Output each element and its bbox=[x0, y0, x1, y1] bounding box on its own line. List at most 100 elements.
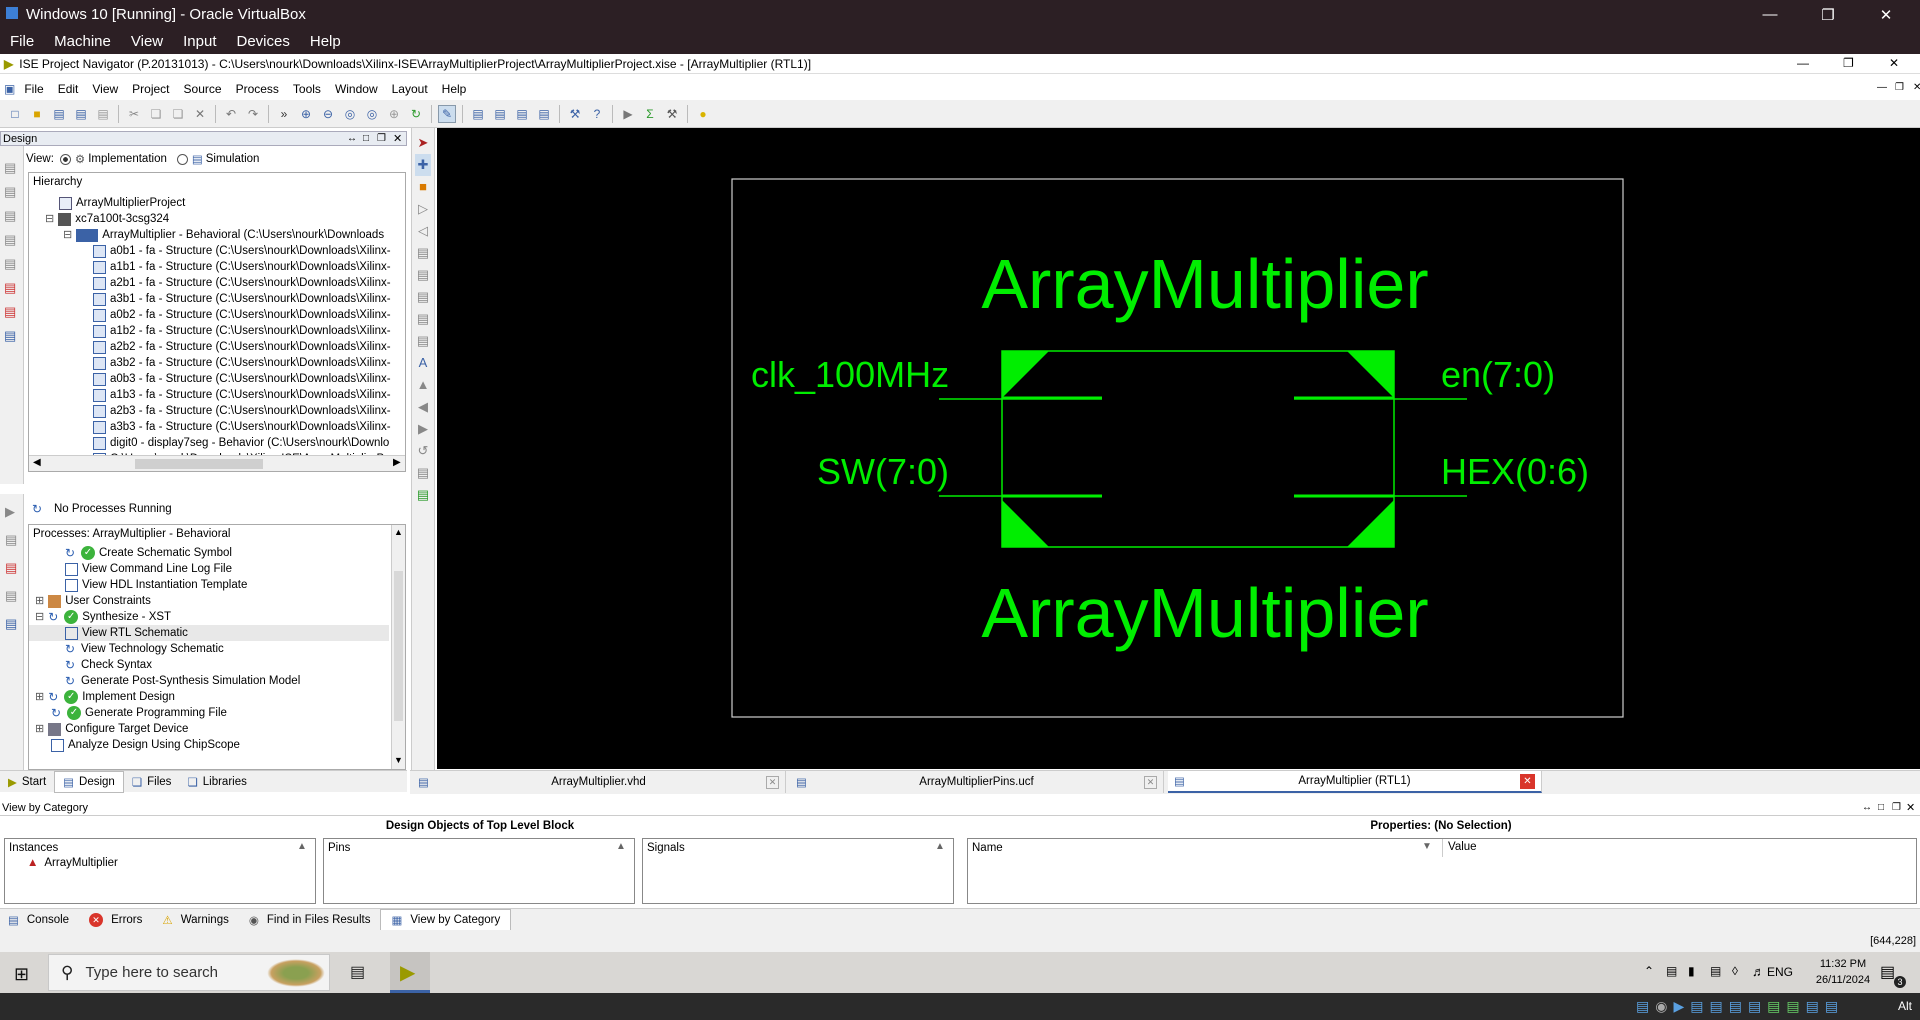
highlight-icon[interactable]: ✎ bbox=[438, 104, 456, 123]
process-item[interactable]: View HDL Instantiation Template bbox=[29, 577, 389, 593]
tab-design[interactable]: ▤Design bbox=[54, 770, 124, 793]
vbox-hdd-icon[interactable]: ▤ bbox=[1636, 998, 1650, 1014]
view-icon-3[interactable]: ▤ bbox=[416, 289, 430, 304]
tree-item-submodule[interactable]: digit0 - display7seg - Behavior (C:\User… bbox=[29, 435, 405, 451]
zoom-area-icon[interactable]: ◎ bbox=[366, 106, 378, 121]
process-item[interactable]: ⊞Configure Target Device bbox=[29, 721, 389, 737]
ise-close-icon[interactable]: ✕ bbox=[1889, 56, 1900, 70]
process-vscrollbar[interactable]: ▲ ▼ bbox=[391, 525, 405, 769]
vbox-usb-icon[interactable]: ▤ bbox=[1709, 998, 1723, 1014]
ise-menu-process[interactable]: Process bbox=[235, 82, 279, 96]
ise-menu-tools[interactable]: Tools bbox=[292, 82, 321, 96]
vbc-float-icon[interactable]: ↔ bbox=[1862, 802, 1872, 813]
vbox-network-icon[interactable]: ▤ bbox=[1690, 998, 1704, 1014]
vbox-keyboard-icon[interactable]: ▤ bbox=[1824, 998, 1839, 1014]
process-scroll-thumb[interactable] bbox=[394, 571, 403, 721]
value-column-header[interactable]: Value bbox=[1448, 841, 1477, 853]
back-icon[interactable]: ▷ bbox=[418, 201, 428, 216]
process-item[interactable]: ↻✓Create Schematic Symbol bbox=[29, 545, 389, 561]
run-icon[interactable]: ▶ bbox=[623, 106, 633, 121]
signals-header[interactable]: Signals▲ bbox=[647, 841, 945, 854]
volume-icon[interactable]: ♬ bbox=[1752, 964, 1765, 979]
collapse-icon[interactable]: ⊟ bbox=[45, 213, 55, 225]
tile-vertical-icon[interactable]: ▤ bbox=[516, 106, 528, 121]
process-item[interactable]: View Command Line Log File bbox=[29, 561, 389, 577]
tree-item-submodule[interactable]: a1b2 - fa - Structure (C:\Users\nourk\Do… bbox=[29, 323, 405, 339]
task-view-icon[interactable]: ▤ bbox=[350, 964, 366, 981]
expand-icon[interactable]: ⊞ bbox=[35, 723, 45, 735]
panel-maximize-icon[interactable]: □ bbox=[363, 133, 370, 144]
redo-icon[interactable]: ↷ bbox=[247, 106, 259, 121]
up-level-icon[interactable]: ▲ bbox=[416, 377, 430, 392]
process-item[interactable]: ⊞↻✓Implement Design bbox=[29, 689, 389, 705]
side-icon-6[interactable]: ▤ bbox=[4, 280, 17, 295]
process-item[interactable]: ↻✓Generate Programming File bbox=[29, 705, 389, 721]
close-tab-vhd-icon[interactable]: ✕ bbox=[766, 775, 779, 789]
taskbar-search-box[interactable]: ⚲ Type here to search bbox=[48, 954, 330, 991]
zoom-out-icon[interactable]: ⊖ bbox=[322, 106, 334, 121]
side-icon-4[interactable]: ▤ bbox=[4, 232, 17, 247]
mdi-minimize-icon[interactable]: — bbox=[1877, 82, 1887, 93]
tab-console[interactable]: ▤Console bbox=[8, 913, 70, 927]
ise-menu-project[interactable]: Project bbox=[132, 82, 170, 96]
signals-sort-icon[interactable]: ▲ bbox=[935, 841, 945, 852]
add-net-icon[interactable]: ■ bbox=[419, 179, 427, 194]
name-sort-icon[interactable]: ▼ bbox=[1422, 841, 1432, 852]
vbox-display-icon[interactable]: ▤ bbox=[1747, 998, 1762, 1014]
print-icon[interactable]: ▤ bbox=[97, 106, 109, 121]
close-icon[interactable]: ✕ bbox=[1879, 6, 1893, 24]
scroll-up-icon[interactable]: ▲ bbox=[394, 527, 403, 537]
tools-icon[interactable]: ⚒ bbox=[666, 106, 678, 121]
tree-item-submodule[interactable]: a1b1 - fa - Structure (C:\Users\nourk\Do… bbox=[29, 259, 405, 275]
scroll-down-icon[interactable]: ▼ bbox=[394, 755, 403, 765]
vbox-audio-icon[interactable]: ▶ bbox=[1673, 998, 1685, 1014]
process-item[interactable]: View RTL Schematic bbox=[29, 625, 389, 641]
tree-item-submodule[interactable]: a0b1 - fa - Structure (C:\Users\nourk\Do… bbox=[29, 243, 405, 259]
clock-time[interactable]: 11:32 PM bbox=[1819, 958, 1867, 970]
lightbulb-icon[interactable]: ● bbox=[699, 106, 707, 121]
process-item[interactable]: ⊞User Constraints bbox=[29, 593, 389, 609]
tray-chevron-icon[interactable]: ⌃ bbox=[1644, 964, 1655, 978]
zoom-select-icon[interactable]: ⊕ bbox=[388, 106, 400, 121]
undo-icon[interactable]: ↶ bbox=[225, 106, 237, 121]
instances-header[interactable]: Instances▲ bbox=[9, 841, 307, 854]
tree-item-top-module[interactable]: ⊟ArrayMultiplier - Behavioral (C:\Users\… bbox=[29, 227, 405, 243]
zoom-in-icon[interactable]: ⊕ bbox=[300, 106, 312, 121]
tree-item-submodule[interactable]: a0b3 - fa - Structure (C:\Users\nourk\Do… bbox=[29, 371, 405, 387]
instance-row[interactable]: ▲ ArrayMultiplier bbox=[27, 857, 118, 869]
tree-item-submodule[interactable]: a1b3 - fa - Structure (C:\Users\nourk\Do… bbox=[29, 387, 405, 403]
forward-icon[interactable]: ◁ bbox=[418, 223, 428, 238]
side-icon-7[interactable]: ▤ bbox=[4, 304, 17, 319]
battery-icon[interactable]: ▮ bbox=[1688, 964, 1695, 978]
save-icon[interactable]: ▤ bbox=[53, 106, 65, 121]
route-icon[interactable]: ✚ bbox=[415, 154, 431, 176]
tab-files[interactable]: ❏Files bbox=[131, 775, 172, 789]
refresh-process-icon[interactable]: ↻ bbox=[32, 502, 43, 516]
ise-menu-view[interactable]: View bbox=[92, 82, 119, 96]
view-icon-4[interactable]: ▤ bbox=[416, 311, 430, 326]
process-side-icon-4[interactable]: ▤ bbox=[5, 588, 18, 603]
view-icon-1[interactable]: ▤ bbox=[416, 245, 430, 260]
close-tab-ucf-icon[interactable]: ✕ bbox=[1144, 775, 1157, 789]
tree-item-submodule[interactable]: a2b1 - fa - Structure (C:\Users\nourk\Do… bbox=[29, 275, 405, 291]
panel-restore-icon[interactable]: ❐ bbox=[377, 133, 386, 144]
ise-menu-layout[interactable]: Layout bbox=[391, 82, 428, 96]
tree-item-submodule[interactable]: a2b2 - fa - Structure (C:\Users\nourk\Do… bbox=[29, 339, 405, 355]
side-icon-2[interactable]: ▤ bbox=[4, 184, 17, 199]
minimize-icon[interactable]: — bbox=[1762, 6, 1778, 23]
vbox-cpu-icon[interactable]: ▤ bbox=[1786, 998, 1800, 1014]
side-icon-5[interactable]: ▤ bbox=[4, 256, 17, 271]
vbc-close-icon[interactable]: ✕ bbox=[1906, 802, 1916, 814]
tile-horizontal-icon[interactable]: ▤ bbox=[494, 106, 506, 121]
hierarchy-hscrollbar[interactable]: ◀ ▶ bbox=[29, 455, 405, 471]
process-item[interactable]: Analyze Design Using ChipScope bbox=[29, 737, 389, 753]
simulation-radio[interactable] bbox=[176, 153, 188, 165]
mdi-restore-icon[interactable]: ❐ bbox=[1895, 82, 1904, 93]
sigma-icon[interactable]: Σ bbox=[646, 106, 654, 121]
vb-menu-help[interactable]: Help bbox=[309, 33, 341, 50]
panel-float-icon[interactable]: ↔ bbox=[347, 133, 357, 144]
scroll-left-icon[interactable]: ◀ bbox=[33, 457, 41, 468]
scroll-thumb[interactable] bbox=[135, 459, 263, 469]
ise-menu-file[interactable]: File bbox=[24, 82, 44, 96]
editor-tab-vhd[interactable]: ▤ ArrayMultiplier.vhd ✕ bbox=[412, 771, 786, 793]
